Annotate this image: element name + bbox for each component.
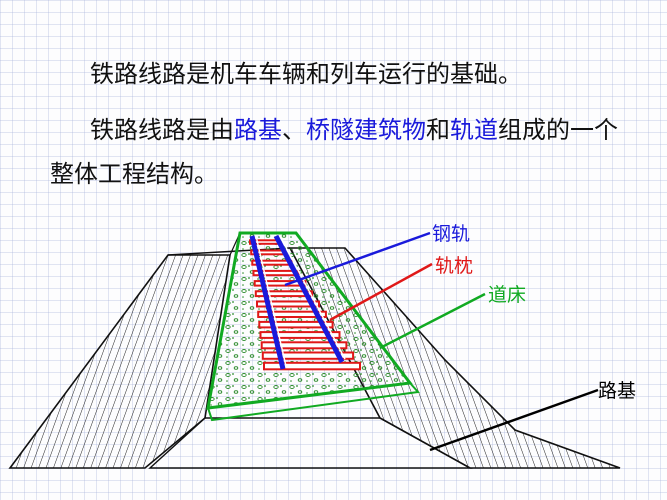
sleeper-leader-line [329, 262, 433, 322]
rails [249, 234, 346, 370]
term-bridges-tunnels: 桥隧建筑物 [306, 116, 426, 144]
sleeper [254, 290, 314, 298]
subgrade-leader-line [429, 388, 599, 452]
rail-leader-line [284, 231, 431, 287]
sleeper [259, 331, 341, 339]
ballast-label: 道床 [488, 284, 526, 306]
sleeper [261, 351, 355, 360]
subgrade-label: 路基 [598, 380, 636, 402]
ballast-leader-line [379, 292, 486, 350]
composition-text-start: 铁路线路是由 [90, 116, 234, 144]
sleeper-label: 轨枕 [435, 255, 473, 277]
subgrade-embankment [8, 232, 621, 469]
sleeper [257, 310, 327, 319]
term-track: 轨道 [450, 116, 498, 144]
composition-sentence: 铁路线路是由路基、桥隧建筑物和轨道组成的一个整体工程结构。 [50, 108, 640, 196]
rail-label: 钢轨 [432, 223, 470, 245]
sleeper [256, 300, 320, 308]
intro-sentence: 铁路线路是机车车辆和列车运行的基础。 [50, 52, 640, 96]
sleeper [252, 269, 300, 277]
separator: 、 [282, 116, 306, 144]
intro-text: 铁路线路是机车车辆和列车运行的基础。 [90, 60, 522, 88]
composition-text-and: 和 [426, 116, 450, 144]
sleeper [263, 361, 361, 371]
sleeper [260, 341, 348, 350]
sleeper [258, 320, 334, 329]
term-subgrade: 路基 [234, 116, 282, 144]
composition-text-end: 组成的一个整体工程结构。 [50, 116, 618, 188]
